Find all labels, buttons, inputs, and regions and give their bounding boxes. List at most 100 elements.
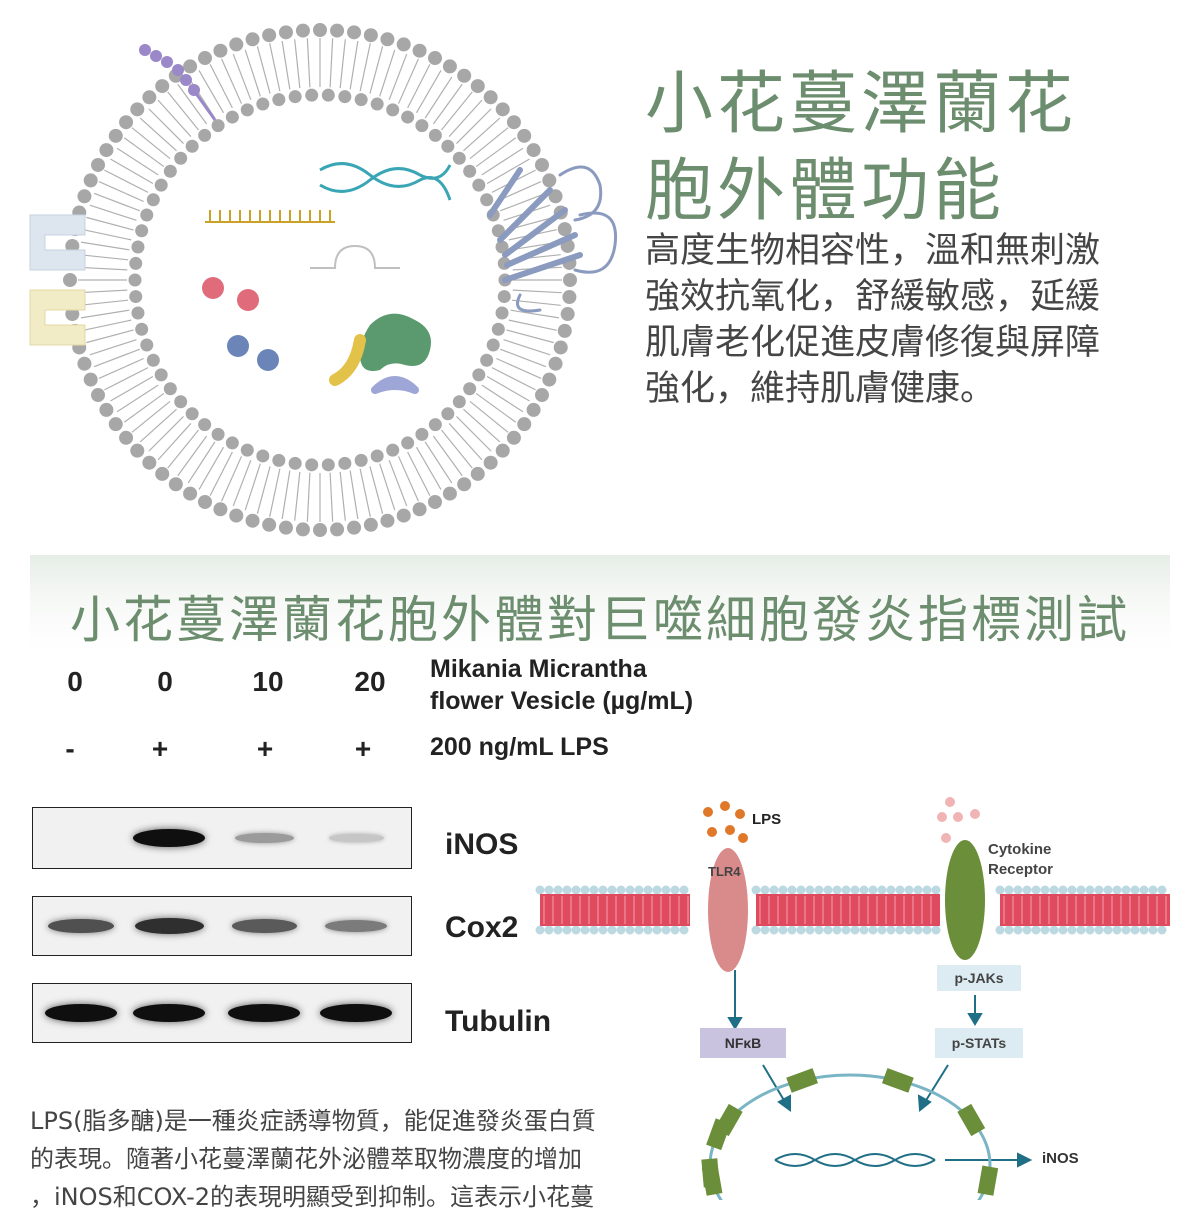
lipid-tail <box>167 91 200 131</box>
lipid-head <box>262 28 277 43</box>
membrane-head <box>1040 925 1050 935</box>
lipid-head <box>130 102 145 117</box>
membrane-head <box>607 885 617 895</box>
membrane-head <box>634 885 644 895</box>
lipid-head <box>401 436 415 450</box>
nuclear-pore <box>977 1165 999 1196</box>
lipid-head <box>396 37 411 52</box>
membrane-head <box>562 885 572 895</box>
lipid-tail <box>456 108 492 144</box>
lipid-head <box>470 466 485 481</box>
lipid-tail <box>359 468 371 517</box>
membrane-head <box>1157 925 1167 935</box>
lipid-head <box>442 59 457 74</box>
membrane-head <box>1112 885 1122 895</box>
lipid-tail <box>80 309 130 319</box>
lipid-head <box>295 23 310 38</box>
membrane-head <box>589 925 599 935</box>
lipid-tail <box>232 53 252 101</box>
lps-sign: + <box>354 733 372 764</box>
dna-helix-icon <box>319 162 452 201</box>
lipid-head <box>491 224 505 238</box>
lipid-tail <box>187 441 216 484</box>
crescent-icon <box>371 376 419 394</box>
lipid-head <box>288 90 302 104</box>
lipid-head <box>288 456 302 470</box>
membrane-head <box>760 885 770 895</box>
membrane-head <box>535 885 545 895</box>
blot-band <box>231 919 297 933</box>
lipid-head <box>174 395 188 409</box>
lipid-tail <box>369 466 384 514</box>
lipid-tail <box>424 76 453 119</box>
lipid-head <box>486 338 500 352</box>
description-line: 強效抗氧化，舒緩敏感，延緩 <box>645 277 1101 317</box>
lipid-head <box>347 25 362 40</box>
lipid-head <box>412 43 427 58</box>
lipid-tail <box>139 117 177 152</box>
lipid-head <box>278 520 293 535</box>
lipid-tail <box>104 169 149 193</box>
membrane-head <box>589 885 599 895</box>
lipid-head <box>526 143 541 158</box>
membrane-head <box>841 885 851 895</box>
lipid-tail <box>456 416 492 452</box>
membrane-head <box>1022 885 1032 895</box>
lipid-head <box>256 449 270 463</box>
lipid-tail <box>86 216 134 231</box>
membrane-head <box>904 925 914 935</box>
lipid-head <box>441 139 455 153</box>
lipid-tail <box>486 375 530 402</box>
lipid-tail <box>481 147 524 176</box>
lipid-head <box>129 290 143 304</box>
explanation-line: 的表現。隨著小花蔓澤蘭花外泌體萃取物濃度的增加 <box>30 1145 582 1173</box>
inner-lipid-heads <box>128 88 512 472</box>
membrane-head <box>823 925 833 935</box>
western-blot-tubulin <box>32 983 412 1043</box>
lipid-head <box>386 443 400 457</box>
membrane-head <box>922 885 932 895</box>
lipid-head <box>542 173 557 188</box>
lipid-head <box>506 115 521 130</box>
membrane-head <box>796 885 806 895</box>
membrane-head <box>886 885 896 895</box>
lipid-head <box>338 90 352 104</box>
lipid-tail <box>148 416 184 452</box>
lipid-head <box>119 430 134 445</box>
membrane-head <box>571 885 581 895</box>
membrane-head <box>580 925 590 935</box>
lipid-tail <box>244 463 261 511</box>
membrane-head <box>1067 885 1077 895</box>
membrane-head <box>553 885 563 895</box>
cytokine-molecules-icon <box>937 797 980 843</box>
lipid-head <box>272 93 286 107</box>
lipid-tail <box>469 127 509 160</box>
lipid-tail <box>131 400 171 433</box>
membrane-head <box>805 885 815 895</box>
membrane-head <box>760 925 770 935</box>
membrane-head <box>859 925 869 935</box>
lipid-head <box>305 88 319 102</box>
lipid-tail <box>232 459 252 507</box>
lipid-tail <box>78 289 128 294</box>
lipid-head <box>553 340 568 355</box>
membrane-head <box>877 925 887 935</box>
lipid-tail <box>499 348 547 368</box>
lipid-head <box>63 273 77 287</box>
lipid-head <box>128 273 142 287</box>
lipid-tail <box>329 38 334 88</box>
lipid-head <box>245 513 260 528</box>
left-receptor-icon <box>29 214 86 346</box>
membrane-head <box>904 885 914 895</box>
blot-band <box>48 918 114 934</box>
lipid-head <box>91 388 106 403</box>
lipid-head <box>198 128 212 142</box>
pjaks-box: p-JAKs <box>937 965 1021 991</box>
lipid-head <box>225 110 239 124</box>
membrane-head <box>544 925 554 935</box>
lipid-head <box>130 443 145 458</box>
lipid-head <box>140 208 154 222</box>
section-banner <box>30 555 1170 650</box>
membrane-head <box>616 885 626 895</box>
lipid-tail <box>281 40 291 90</box>
